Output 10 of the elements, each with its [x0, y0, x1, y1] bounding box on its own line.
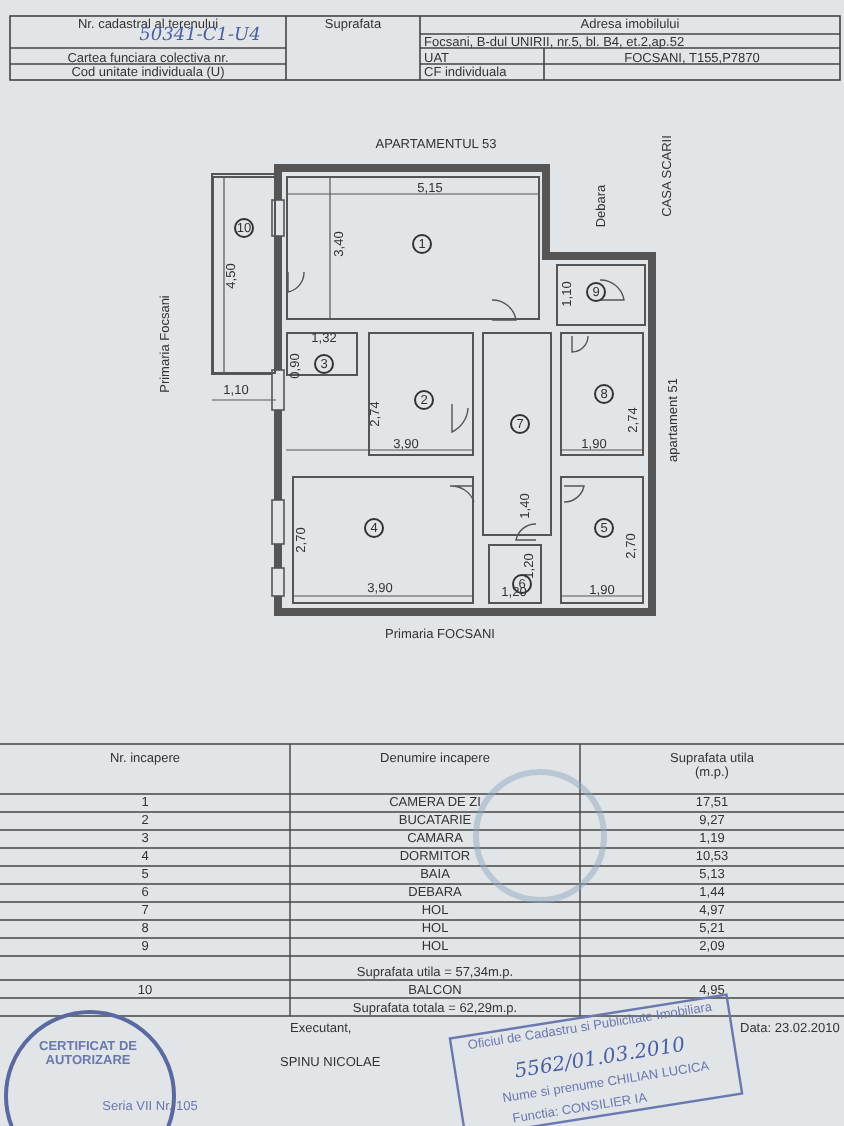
room-outline: [286, 176, 540, 320]
room-outline: [488, 544, 542, 604]
room-outline: [292, 476, 474, 604]
room-outline: [560, 476, 644, 604]
room-outline: [286, 332, 358, 376]
room-outline: [560, 332, 644, 456]
handwritten-number: 50341-C1-U4: [139, 28, 263, 48]
room-outline: [556, 264, 646, 326]
room-outline: [368, 332, 474, 456]
room-outline: [482, 332, 552, 536]
